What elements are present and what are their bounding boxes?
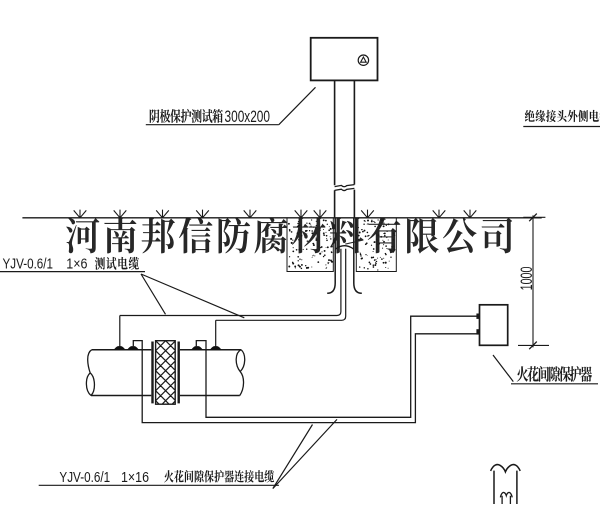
svg-text:YJV-0.6/1: YJV-0.6/1 <box>3 256 54 273</box>
svg-text:1×16: 1×16 <box>121 469 149 486</box>
svg-text:300x200: 300x200 <box>225 108 271 126</box>
svg-text:YJV-0.6/1: YJV-0.6/1 <box>59 469 110 486</box>
svg-text:1000: 1000 <box>518 267 536 291</box>
svg-text:1×6: 1×6 <box>66 256 87 273</box>
